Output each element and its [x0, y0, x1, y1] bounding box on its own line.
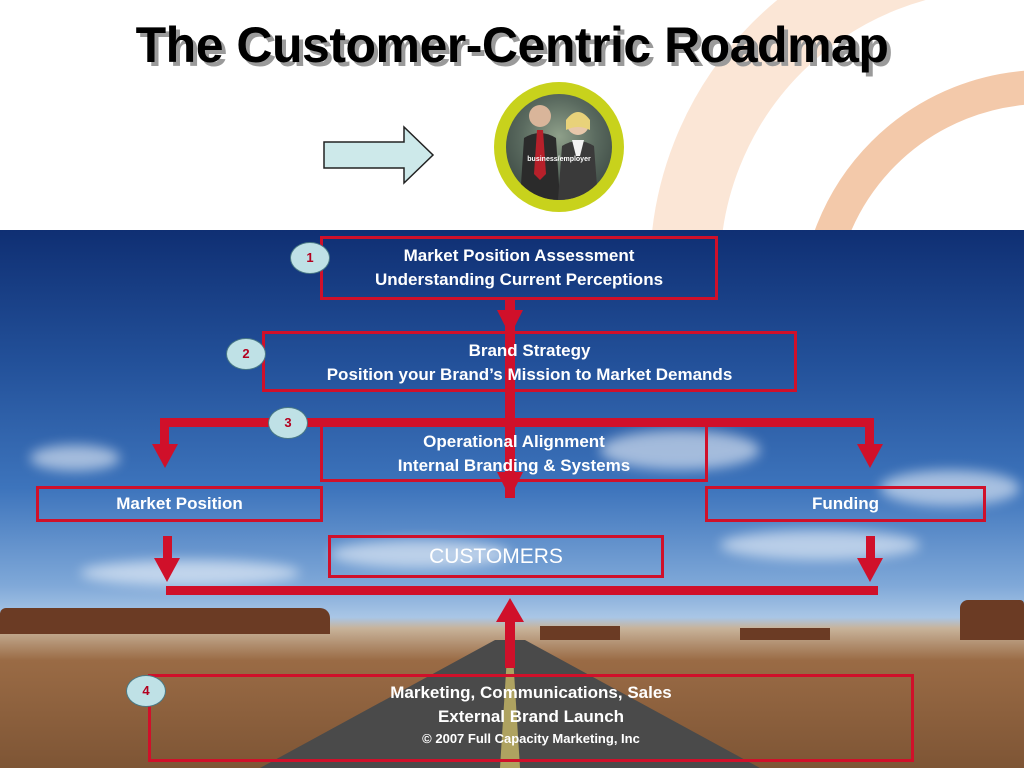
customers-label: CUSTOMERS: [429, 545, 563, 568]
step-2-title: Brand Strategy: [468, 341, 591, 360]
step-2-subtitle: Position your Brand’s Mission to Market …: [326, 365, 733, 384]
step-4-number: 4: [126, 675, 166, 707]
market-position-label: Market Position: [116, 494, 243, 513]
badge-photo: business/employer: [506, 94, 612, 200]
cloud: [600, 430, 760, 470]
right-arrow-icon: [323, 125, 435, 185]
step-3-box: Operational Alignment Internal Branding …: [320, 424, 708, 482]
business-people-badge: business/employer: [494, 82, 624, 212]
step-4-box: Marketing, Communications, Sales Externa…: [148, 674, 914, 762]
step-3-subtitle: Internal Branding & Systems: [397, 456, 631, 475]
mesa: [740, 628, 830, 640]
funding-box: Funding: [705, 486, 986, 522]
step-1-box: Market Position Assessment Understanding…: [320, 236, 718, 300]
cloud: [720, 530, 920, 560]
copyright-credit: © 2007 Full Capacity Marketing, Inc: [422, 731, 640, 746]
step-3-number: 3: [268, 407, 308, 439]
customers-box: CUSTOMERS: [328, 535, 664, 578]
step-1-title: Market Position Assessment: [403, 246, 635, 265]
step-4-subtitle: External Brand Launch: [437, 707, 625, 726]
step-1-number: 1: [290, 242, 330, 274]
funding-label: Funding: [811, 494, 880, 513]
step-2-number: 2: [226, 338, 266, 370]
step-2-box: Brand Strategy Position your Brand’s Mis…: [262, 331, 797, 392]
badge-caption: business/employer: [527, 156, 591, 163]
step-1-subtitle: Understanding Current Perceptions: [374, 270, 664, 289]
cloud: [330, 540, 510, 568]
slide-header: The Customer-Centric Roadmap business/em…: [0, 0, 1024, 230]
people-silhouette-icon: [520, 105, 598, 200]
mesa: [960, 600, 1024, 640]
mesa: [540, 626, 620, 640]
step-4-title: Marketing, Communications, Sales: [390, 683, 672, 702]
market-position-box: Market Position: [36, 486, 323, 522]
slide-title: The Customer-Centric Roadmap: [135, 17, 889, 73]
mesa: [0, 608, 330, 634]
cloud: [80, 560, 300, 586]
step-3-title: Operational Alignment: [423, 432, 605, 451]
road: [260, 640, 760, 768]
cloud: [30, 445, 120, 471]
